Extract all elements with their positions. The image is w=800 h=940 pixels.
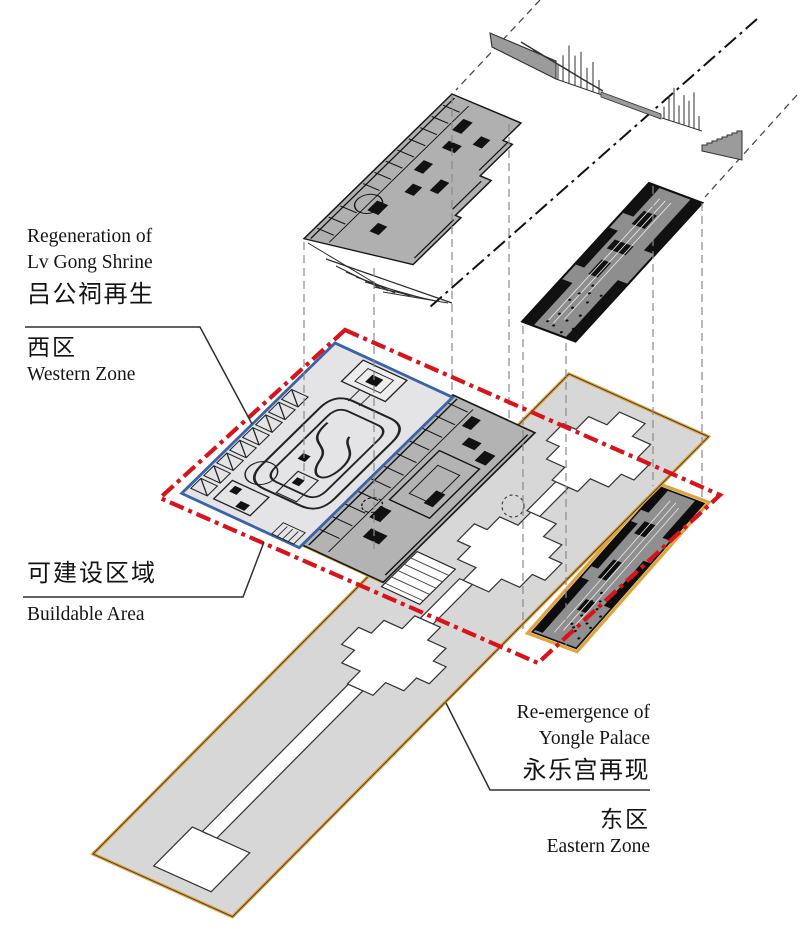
western-title-en-line2: Lv Gong Shrine: [27, 251, 153, 273]
leader-lines: [23, 326, 650, 791]
western-title-en-line1: Regeneration of: [27, 226, 153, 247]
eastern-label-leader: [445, 702, 650, 791]
buildable-area-boundary: [156, 327, 724, 666]
western-title-en: Regeneration of Lv Gong Shrine: [27, 224, 155, 275]
eastern-zone-label: Re-emergence of Yongle Palace 永乐宫再现: [390, 700, 650, 786]
eastern-title-en: Re-emergence of Yongle Palace: [390, 700, 650, 751]
palace-footprint-cutouts: [152, 411, 652, 893]
western-title-zh: 吕公祠再生: [27, 282, 155, 308]
eastern-title-zh: 永乐宫再现: [522, 758, 650, 784]
eastern-zone-name: 东区 Eastern Zone: [390, 806, 650, 859]
shrine-strip-plan: [520, 181, 705, 343]
section-trees-left: [557, 45, 600, 94]
section-guide-lines: [455, 0, 798, 198]
section-profile: [489, 32, 743, 161]
buildable-en: Buildable Area: [27, 604, 145, 625]
stair-ramp: [380, 550, 457, 605]
eastern-zone-en: Eastern Zone: [546, 836, 650, 857]
axis-centerline: [429, 18, 758, 308]
western-zone-en: Western Zone: [27, 364, 136, 385]
buildable-area-label-en: Buildable Area: [27, 602, 145, 627]
western-label-leader: [25, 326, 253, 425]
upper-floor-plan: [302, 93, 523, 266]
buildable-zh: 可建设区域: [27, 561, 157, 587]
western-zone-plan: [179, 341, 456, 550]
western-zone-zh: 西区: [27, 335, 77, 360]
eastern-title-en-line1: Re-emergence of: [516, 702, 650, 723]
western-zone-name: 西区 Western Zone: [27, 334, 135, 387]
palace-strip-plan: [524, 481, 712, 654]
section-stepped-bank: [701, 130, 743, 161]
eastern-title-en-line2: Yongle Palace: [538, 727, 650, 749]
site-circle-detail: [501, 494, 525, 518]
projection-lines: [303, 96, 703, 645]
western-zone-label: Regeneration of Lv Gong Shrine 吕公祠再生: [27, 224, 155, 310]
room-row: [189, 388, 309, 497]
upper-plan-terrace-stairs: [307, 242, 453, 304]
eastern-zone-plate: [90, 371, 712, 919]
eastern-zone-zh: 东区: [600, 807, 650, 832]
buildable-area-label: 可建设区域: [27, 560, 157, 588]
section-trees-right: [663, 87, 700, 130]
vegetation-dots: [546, 284, 611, 334]
buildable-label-leader: [23, 541, 265, 598]
